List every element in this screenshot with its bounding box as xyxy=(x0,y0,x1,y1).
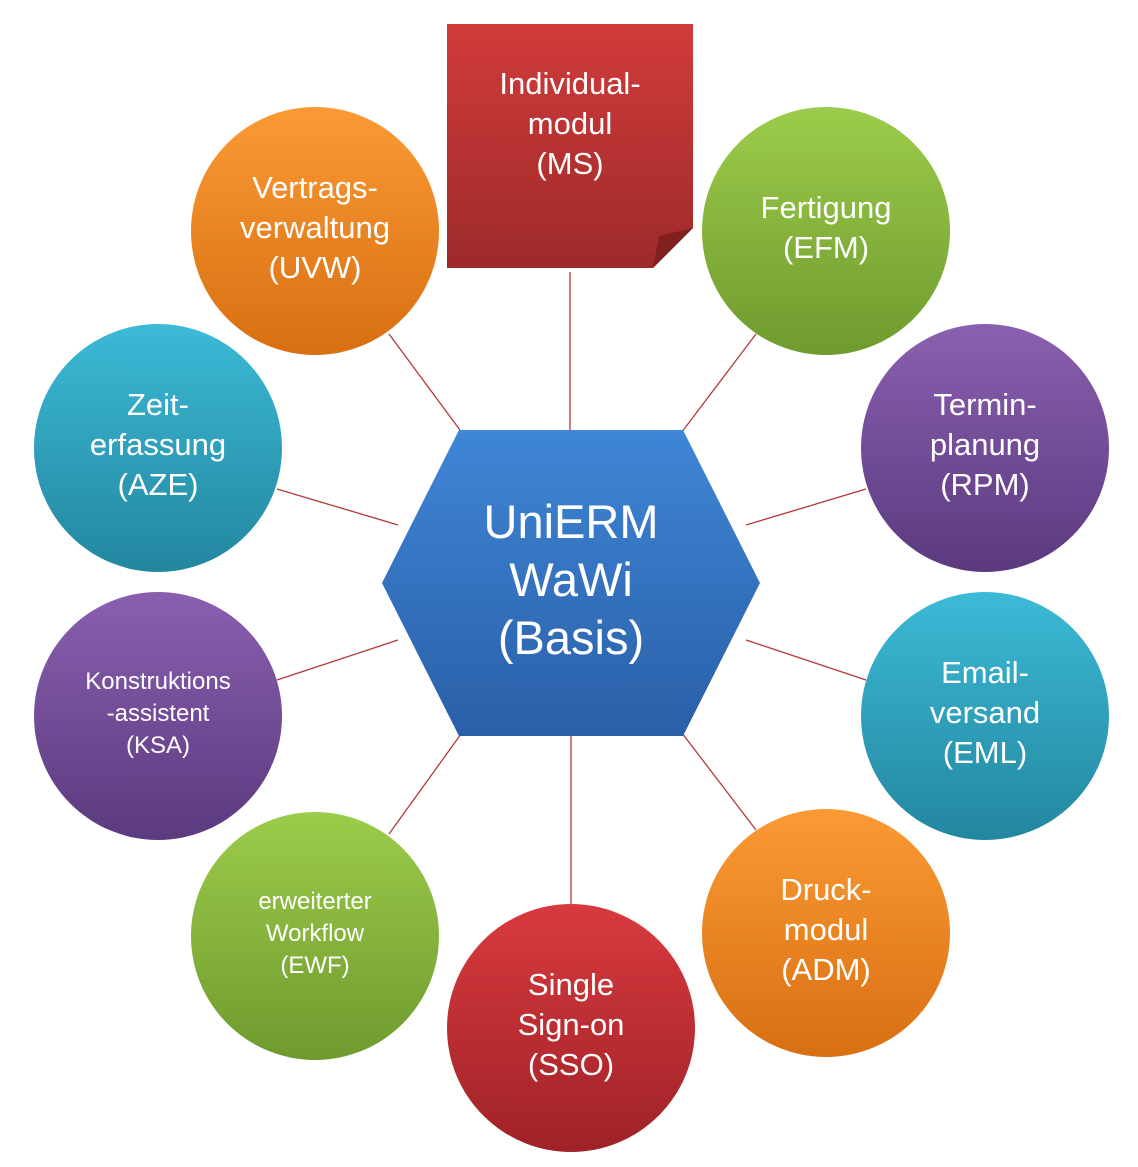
node-aze-circle xyxy=(34,324,282,572)
node-ewf-circle xyxy=(191,812,439,1060)
connector-ksa xyxy=(276,639,399,681)
connector-aze xyxy=(276,488,399,526)
node-adm-circle xyxy=(702,809,950,1057)
node-ms-box xyxy=(447,24,693,268)
connector-eml xyxy=(745,639,867,681)
node-sso-circle xyxy=(447,904,695,1152)
connector-uvw xyxy=(388,333,475,450)
connector-rpm xyxy=(745,488,867,526)
node-eml-circle xyxy=(861,592,1109,840)
node-efm-circle xyxy=(702,107,950,355)
node-ksa-circle xyxy=(34,592,282,840)
connector-efm xyxy=(668,333,757,450)
node-uvw-circle xyxy=(191,107,439,355)
node-rpm-circle xyxy=(861,324,1109,572)
center-hexagon xyxy=(382,430,760,736)
node-ms-fold xyxy=(653,228,693,268)
